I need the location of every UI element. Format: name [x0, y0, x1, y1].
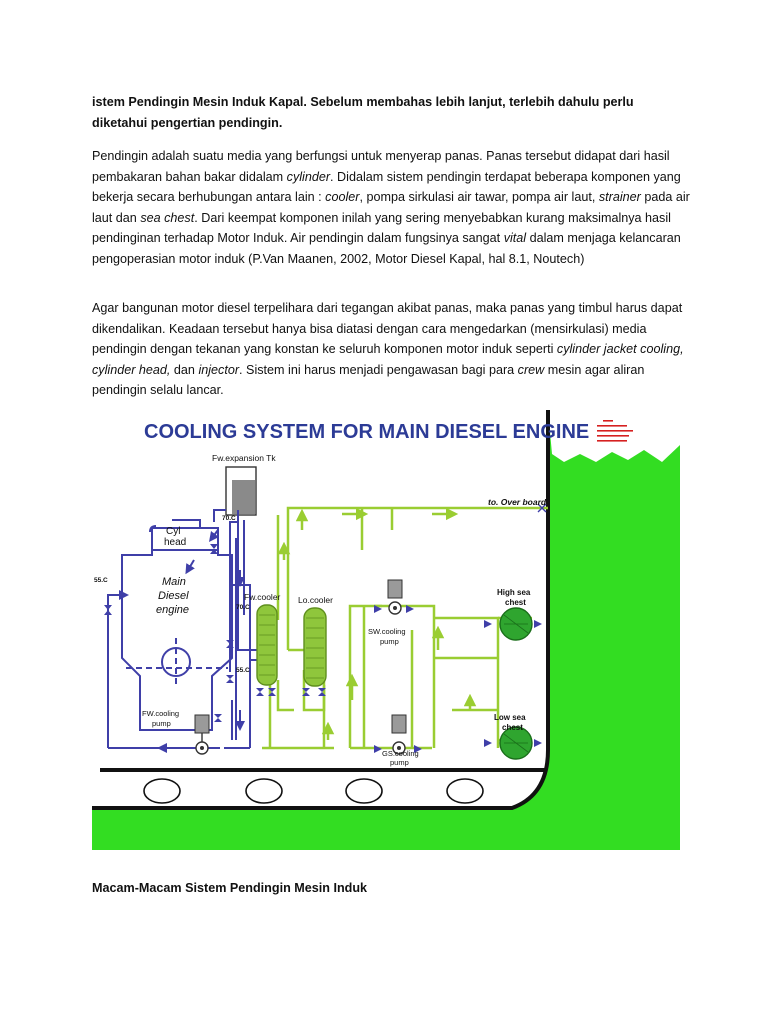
low-sea-chest-label: Low sea — [494, 713, 526, 722]
high-sea-chest-label: High sea — [497, 588, 531, 597]
temperature-label: 70.C — [222, 515, 236, 522]
fw-pump-label: pump — [152, 719, 171, 728]
fw-cooler-label: Fw.cooler — [244, 592, 281, 602]
text-run: Agar bangunan motor diesel terpelihara d… — [92, 301, 683, 356]
lo-cooler-label: Lo.cooler — [298, 595, 333, 605]
engine-label: Main — [162, 576, 186, 588]
fresh-water-circuit — [107, 509, 270, 753]
double-bottom-hole — [345, 778, 383, 804]
italic-term: sea chest — [140, 210, 195, 225]
lo-cooler — [303, 607, 327, 687]
italic-term: crew — [517, 362, 545, 377]
temperature-label: 70.C — [236, 604, 250, 611]
text-run: mesin agar aliran pendingin selalu lanca… — [92, 362, 645, 398]
double-bottom-hole — [446, 778, 484, 804]
main-engine-outline — [121, 527, 233, 731]
sea-chest-hatch — [503, 614, 529, 753]
italic-term: strainer — [598, 190, 641, 204]
double-bottom-hole — [143, 778, 181, 804]
hull-line — [92, 410, 550, 810]
temperature-label: 55.C — [94, 577, 108, 584]
intro-paragraph: istem Pendingin Mesin Induk Kapal. Sebel… — [92, 92, 692, 133]
italic-term: cylinder — [286, 169, 331, 184]
text-run: pada air laut dan — [92, 190, 690, 225]
italic-term: injector — [198, 362, 240, 377]
intro-text: istem Pendingin Mesin Induk Kapal. Sebel… — [92, 95, 634, 130]
text-run: dan — [170, 362, 199, 377]
sw-pump-label: pump — [380, 637, 399, 646]
outside-hull-green — [92, 410, 680, 850]
fw-cooler — [256, 604, 278, 686]
gs-pump-label: pump — [390, 758, 409, 767]
text-run: . Sistem ini harus menjadi pengawasan ba… — [239, 362, 518, 377]
low-sea-chest-label: chest — [502, 723, 523, 732]
cooling-system-diagram: COOLING SYSTEM FOR MAIN DIESEL ENGINE Fw… — [92, 410, 680, 850]
cyl-head-label: Cyl — [166, 526, 180, 537]
sw-cooling-pump — [387, 579, 403, 615]
diagram-title: COOLING SYSTEM FOR MAIN DIESEL ENGINE — [144, 421, 589, 443]
definition-paragraph: Pendingin adalah suatu media yang berfun… — [92, 146, 692, 269]
double-bottom-hole — [245, 778, 283, 804]
text-run: . Dari keempat komponen inilah yang seri… — [92, 210, 671, 246]
engine-label: engine — [156, 604, 189, 616]
text-run: . Didalam sistem pendingin terdapat bebe… — [92, 169, 681, 205]
valve-symbols — [104, 544, 234, 722]
text-run: dalam menjaga kelancaran pengoperasian m… — [92, 231, 681, 266]
expansion-tank-label: Fw.expansion Tk — [212, 453, 276, 463]
fw-cooling-pump — [194, 714, 210, 755]
section-heading: Macam-Macam Sistem Pendingin Mesin Induk — [92, 881, 368, 895]
gs-pump-label: GS.cooling — [382, 749, 419, 758]
italic-term: vital — [503, 231, 527, 245]
italic-term: cooler — [325, 190, 360, 204]
expansion-tank-water — [232, 480, 255, 514]
engine-label: Diesel — [158, 590, 189, 602]
text-run: , pompa sirkulasi air tawar, pompa air l… — [359, 190, 599, 204]
overboard-label: to. Over board — [488, 497, 547, 507]
gs-cooling-pump — [391, 714, 407, 755]
temperature-label: 55.C — [236, 667, 250, 674]
cyl-head-label: head — [164, 537, 186, 548]
tiny-red-note — [597, 420, 633, 442]
high-sea-chest-label: chest — [505, 598, 526, 607]
text-run: Pendingin adalah suatu media yang berfun… — [92, 149, 670, 184]
fw-pump-label: FW.cooling — [142, 709, 179, 718]
sw-pump-label: SW.cooling — [368, 627, 406, 636]
sw-valve-symbols — [256, 503, 547, 753]
italic-term: cylinder jacket cooling, cylinder head, — [92, 342, 684, 377]
circulation-paragraph: Agar bangunan motor diesel terpelihara d… — [92, 298, 692, 401]
